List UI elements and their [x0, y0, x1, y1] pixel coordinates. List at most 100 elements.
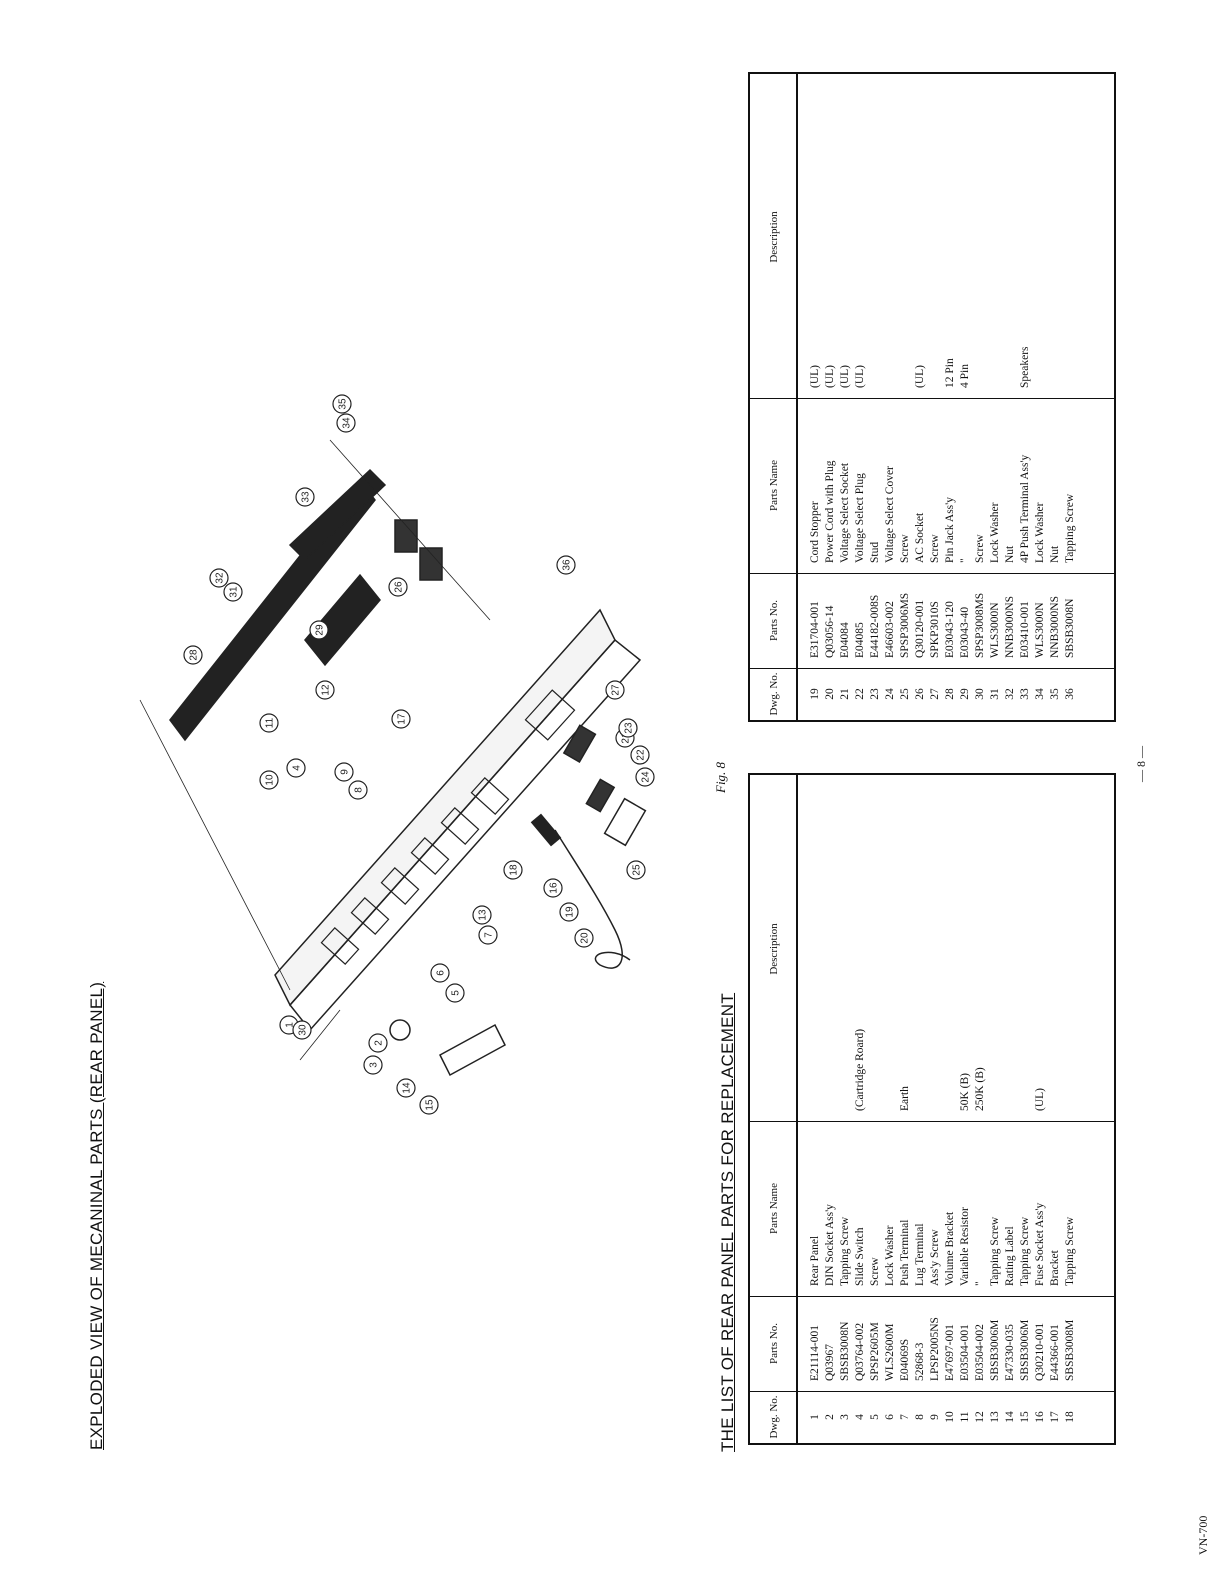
svg-text:32: 32: [215, 572, 226, 584]
header-dwg-no: Dwg. No.: [768, 1395, 780, 1439]
dwg-no-cell: 12: [974, 1411, 986, 1423]
svg-text:24: 24: [641, 771, 652, 783]
parts-no-cell: E03043-40: [959, 606, 971, 658]
voltage-cover-24: [603, 797, 647, 847]
parts-name-cell: Stud: [869, 541, 881, 563]
svg-text:34: 34: [342, 417, 353, 429]
dwg-no-cell: 21: [839, 688, 851, 700]
parts-name-cell: Screw: [929, 534, 941, 563]
dwg-no-cell: 31: [989, 688, 1001, 700]
callout-33: 33: [295, 487, 315, 507]
parts-name-cell: Bracket: [1049, 1250, 1061, 1286]
callout-31: 31: [223, 582, 243, 602]
header-description: Description: [768, 211, 780, 263]
parts-no-cell: E03504-001: [959, 1324, 971, 1381]
parts-no-cell: E44182-008S: [869, 594, 881, 658]
parts-table-left: Dwg. No. Parts No. Parts Name Descriptio…: [748, 773, 1116, 1445]
din-socket-2: [389, 1019, 411, 1041]
ac-socket-26b: [419, 547, 443, 581]
parts-name-cell: Voltage Select Plug: [854, 473, 866, 563]
dwg-no-cell: 3: [839, 1414, 851, 1420]
callout-19: 19: [559, 902, 579, 922]
dwg-no-cell: 11: [959, 1411, 971, 1423]
dwg-no-cell: 29: [959, 688, 971, 700]
parts-name-cell: Tapping Screw: [839, 1216, 851, 1286]
svg-text:7: 7: [484, 932, 495, 938]
callout-14: 14: [396, 1078, 416, 1098]
callout-8: 8: [348, 780, 368, 800]
fuse-socket-16: [530, 813, 562, 847]
parts-name-cell: 4P Push Terminal Ass'y: [1019, 454, 1031, 563]
dwg-no-cell: 10: [944, 1411, 956, 1423]
svg-text:13: 13: [478, 909, 489, 921]
power-cord-20: [554, 829, 631, 969]
svg-text:30: 30: [298, 1024, 309, 1036]
dwg-no-cell: 18: [1064, 1411, 1076, 1423]
description-cell: 250K (B): [974, 1067, 986, 1111]
parts-no-cell: NNB3000NS: [1049, 596, 1061, 658]
parts-name-cell: Tapping Screw: [989, 1216, 1001, 1286]
svg-text:14: 14: [402, 1082, 413, 1094]
svg-text:27: 27: [611, 684, 622, 696]
dwg-no-cell: 22: [854, 688, 866, 700]
svg-text:11: 11: [265, 717, 276, 728]
header-parts-no: Parts No.: [768, 600, 780, 641]
parts-name-cell: Rating Label: [1004, 1226, 1016, 1286]
ac-socket-26a: [394, 519, 418, 553]
parts-no-cell: WLS3000N: [989, 602, 1001, 658]
parts-no-cell: SPSP3008MS: [974, 592, 986, 658]
callout-27: 27: [605, 680, 625, 700]
callout-13: 13: [472, 905, 492, 925]
pin-jack-strip-28: [169, 478, 376, 742]
description-cell: Speakers: [1019, 346, 1031, 388]
parts-name-cell: Lock Washer: [989, 502, 1001, 564]
callout-2: 2: [368, 1033, 388, 1053]
svg-text:3: 3: [369, 1062, 380, 1068]
parts-name-cell: Ass'y Screw: [929, 1229, 941, 1286]
callout-29: 29: [309, 620, 329, 640]
callout-17: 17: [391, 709, 411, 729]
header-parts-name: Parts Name: [768, 460, 780, 512]
dwg-no-cell: 30: [974, 688, 986, 700]
dwg-no-cell: 25: [899, 688, 911, 700]
rating-label-14: [439, 1023, 506, 1077]
svg-text:18: 18: [509, 864, 520, 876]
parts-name-cell: AC Socket: [914, 512, 926, 563]
callout-6: 6: [430, 963, 450, 983]
parts-no-cell: SBSB3006M: [989, 1319, 1001, 1381]
parts-name-cell: Voltage Select Cover: [884, 466, 896, 563]
dwg-no-cell: 7: [899, 1414, 911, 1420]
dwg-no-cell: 9: [929, 1414, 941, 1420]
callout-34: 34: [336, 413, 356, 433]
parts-no-cell: SPKP3010S: [929, 601, 941, 658]
dwg-no-cell: 36: [1064, 688, 1076, 700]
parts-no-cell: E47697-001: [944, 1324, 956, 1381]
svg-text:22: 22: [636, 749, 647, 761]
svg-text:17: 17: [397, 713, 408, 725]
dwg-no-cell: 14: [1004, 1411, 1016, 1423]
parts-name-cell: Nut: [1049, 545, 1061, 563]
parts-name-cell: ": [959, 558, 971, 563]
svg-text:5: 5: [451, 990, 462, 996]
rear-panel-shape: [274, 608, 616, 1007]
parts-no-cell: E03410-001: [1019, 601, 1031, 658]
svg-text:20: 20: [580, 932, 591, 944]
dwg-no-cell: 26: [914, 688, 926, 700]
callout-28: 28: [183, 645, 203, 665]
svg-text:31: 31: [229, 586, 240, 598]
callout-24: 24: [635, 767, 655, 787]
